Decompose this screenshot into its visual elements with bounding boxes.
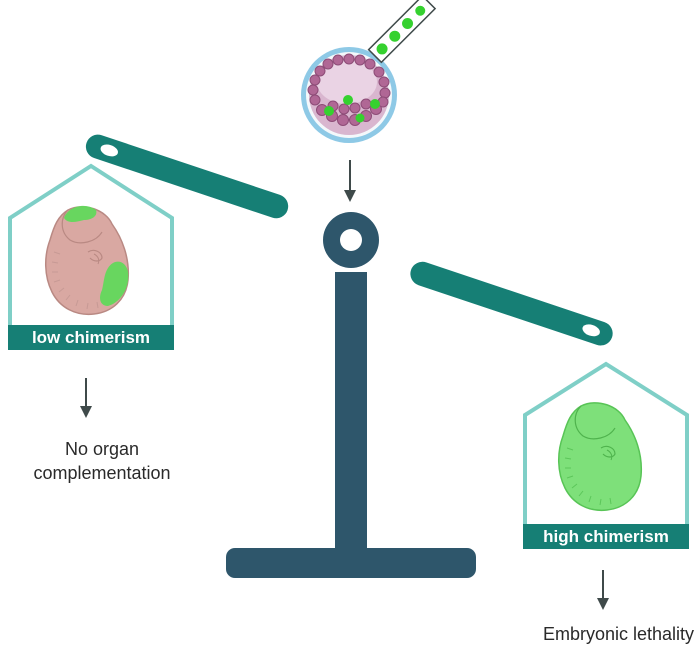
scale-stand <box>226 272 476 578</box>
left-outcome-line2: complementation <box>33 463 171 483</box>
low-chimerism-label: low chimerism <box>32 328 150 347</box>
scale-pillar <box>335 272 367 562</box>
injection-pipette-icon <box>367 0 437 64</box>
embryo-icon <box>558 402 643 512</box>
blastocyst-icon <box>301 47 397 143</box>
scale-pivot <box>323 212 379 268</box>
scale-base <box>226 548 476 578</box>
high-chimerism-label: high chimerism <box>543 527 669 546</box>
scale-beam <box>85 134 613 346</box>
low-chimerism-panel: low chimerism <box>8 163 174 350</box>
embryo-icon <box>45 205 130 316</box>
left-outcome-line1: No organ <box>64 439 140 459</box>
right-outcome-caption: Embryonic lethality <box>542 624 694 644</box>
arrow-down-icon <box>344 160 356 202</box>
arrow-down-icon <box>597 570 609 610</box>
injected-cells <box>324 95 380 123</box>
high-chimerism-panel: high chimerism <box>523 361 689 549</box>
left-outcome-caption: No organ complementation <box>12 437 192 485</box>
arrow-down-icon <box>80 378 92 418</box>
